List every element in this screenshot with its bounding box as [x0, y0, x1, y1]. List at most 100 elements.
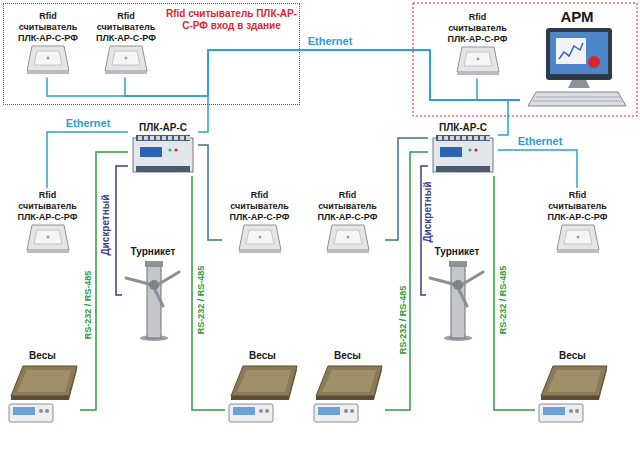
rfid-reader: Rfid считыватель ПЛК-АР-С-РФ [10, 188, 85, 256]
scale-button [265, 409, 269, 413]
turn-picture [427, 258, 487, 342]
plc-led [168, 148, 171, 151]
reader-led [576, 236, 579, 239]
node-label: Rfid считыватель ПЛК-АР-С-РФ [540, 190, 615, 222]
node-label: Rfid считыватель ПЛК-АР-С-РФ [10, 190, 85, 222]
reader-body [239, 225, 281, 250]
plc-panel [140, 147, 162, 157]
connector [80, 152, 128, 410]
scale-top [322, 370, 376, 392]
plc-terminal [144, 136, 148, 140]
plc-terminal [138, 136, 142, 140]
keyboard-row [533, 101, 622, 102]
scales: Весы [225, 348, 300, 426]
turnstile-arm [159, 272, 179, 284]
node-label: ПЛК-АР-С [128, 122, 198, 134]
turnstile-hub [453, 280, 463, 290]
plc-terminal [150, 136, 154, 140]
reader-body [27, 46, 69, 71]
reader-face [112, 51, 140, 65]
node-label: Rfid считыватель ПЛК-АР-С-РФ [310, 190, 385, 222]
plc-terminal [456, 136, 460, 140]
pc-picture [522, 26, 632, 108]
scale-side [541, 396, 599, 400]
edge-label: RS-232 / RS-485 [196, 264, 207, 337]
plc-terminal [480, 136, 484, 140]
plc-terminal [468, 136, 472, 140]
node-label: Турникет [122, 246, 184, 258]
plc-body [133, 138, 193, 172]
scale-display [539, 404, 583, 422]
node-label: Rfid считыватель ПЛК-АР-С-РФ [91, 11, 161, 43]
reader-edge [105, 71, 147, 74]
reader-edge [327, 250, 369, 253]
scale-button [39, 409, 43, 413]
plc-led [468, 148, 471, 151]
plc-terminal-strip [136, 135, 190, 141]
keyboard-row [536, 97, 620, 98]
reader-face [564, 230, 592, 244]
scale-picture [312, 362, 384, 424]
turnstile: Турникет [426, 244, 488, 344]
reader-face [464, 52, 492, 66]
node-label: Весы [5, 350, 80, 362]
plc-terminal [474, 136, 478, 140]
reader-led [476, 58, 479, 61]
scale-display [229, 404, 273, 422]
turnstile-cap [145, 261, 163, 267]
node-label: Rfid считыватель ПЛК-АР-С-РФ [13, 11, 83, 43]
connector [477, 78, 520, 100]
scale-picture [227, 362, 299, 424]
node-label: ПЛК-АР-С [428, 122, 498, 134]
app-icon [588, 56, 600, 68]
node-label: Весы [225, 350, 300, 362]
app-window [556, 38, 586, 64]
node-label: Турникет [426, 246, 488, 258]
plc-terminal-strip [136, 166, 190, 172]
scale-picture [7, 362, 79, 424]
scale-picture [537, 362, 609, 424]
entrance-group: Rfid считыватель ПЛК-АР-С-РФ вход в здан… [3, 3, 300, 105]
connector [494, 176, 535, 410]
turnstile-arm [458, 288, 467, 306]
plc-terminal [168, 136, 172, 140]
scales: Весы [310, 348, 385, 426]
node-label: Rfid считыватель ПЛК-АР-С-РФ [440, 12, 515, 44]
scale-screen [233, 407, 255, 415]
plc-terminal [162, 136, 166, 140]
connector [192, 176, 225, 410]
turnstile-arm [154, 288, 163, 306]
scale-button [350, 409, 354, 413]
rfid-reader: Rfid считыватель ПЛК-АР-С-РФ [440, 10, 515, 78]
plc-picture [132, 134, 194, 174]
edge-label: Ethernet [516, 135, 565, 148]
turn-picture [123, 258, 183, 342]
edge-label: RS-232 / RS-485 [83, 269, 94, 342]
connector [498, 100, 520, 135]
reader-body [327, 225, 369, 250]
scale-platform [541, 366, 607, 396]
monitor-frame [546, 28, 612, 80]
reader-led [258, 236, 261, 239]
reader-led [47, 57, 50, 60]
plc-terminal [486, 136, 490, 140]
reader-picture [455, 44, 501, 76]
turnstile-arm [126, 278, 149, 284]
plc-terminal [438, 136, 442, 140]
scale-top [17, 370, 71, 392]
plc-terminal [156, 136, 160, 140]
connector [47, 50, 520, 100]
scale-top [547, 370, 601, 392]
plc-body [433, 138, 493, 172]
scale-platform [231, 366, 297, 396]
workstation-group-outline [413, 3, 637, 116]
edge-label: Дискретный [100, 192, 112, 257]
plc-terminal-strip [436, 135, 490, 141]
turnstile-hub [149, 280, 159, 290]
bus-label: Ethernet [306, 35, 355, 48]
reader-edge [27, 71, 69, 74]
reader-face [34, 51, 62, 65]
reader-body [457, 47, 499, 72]
